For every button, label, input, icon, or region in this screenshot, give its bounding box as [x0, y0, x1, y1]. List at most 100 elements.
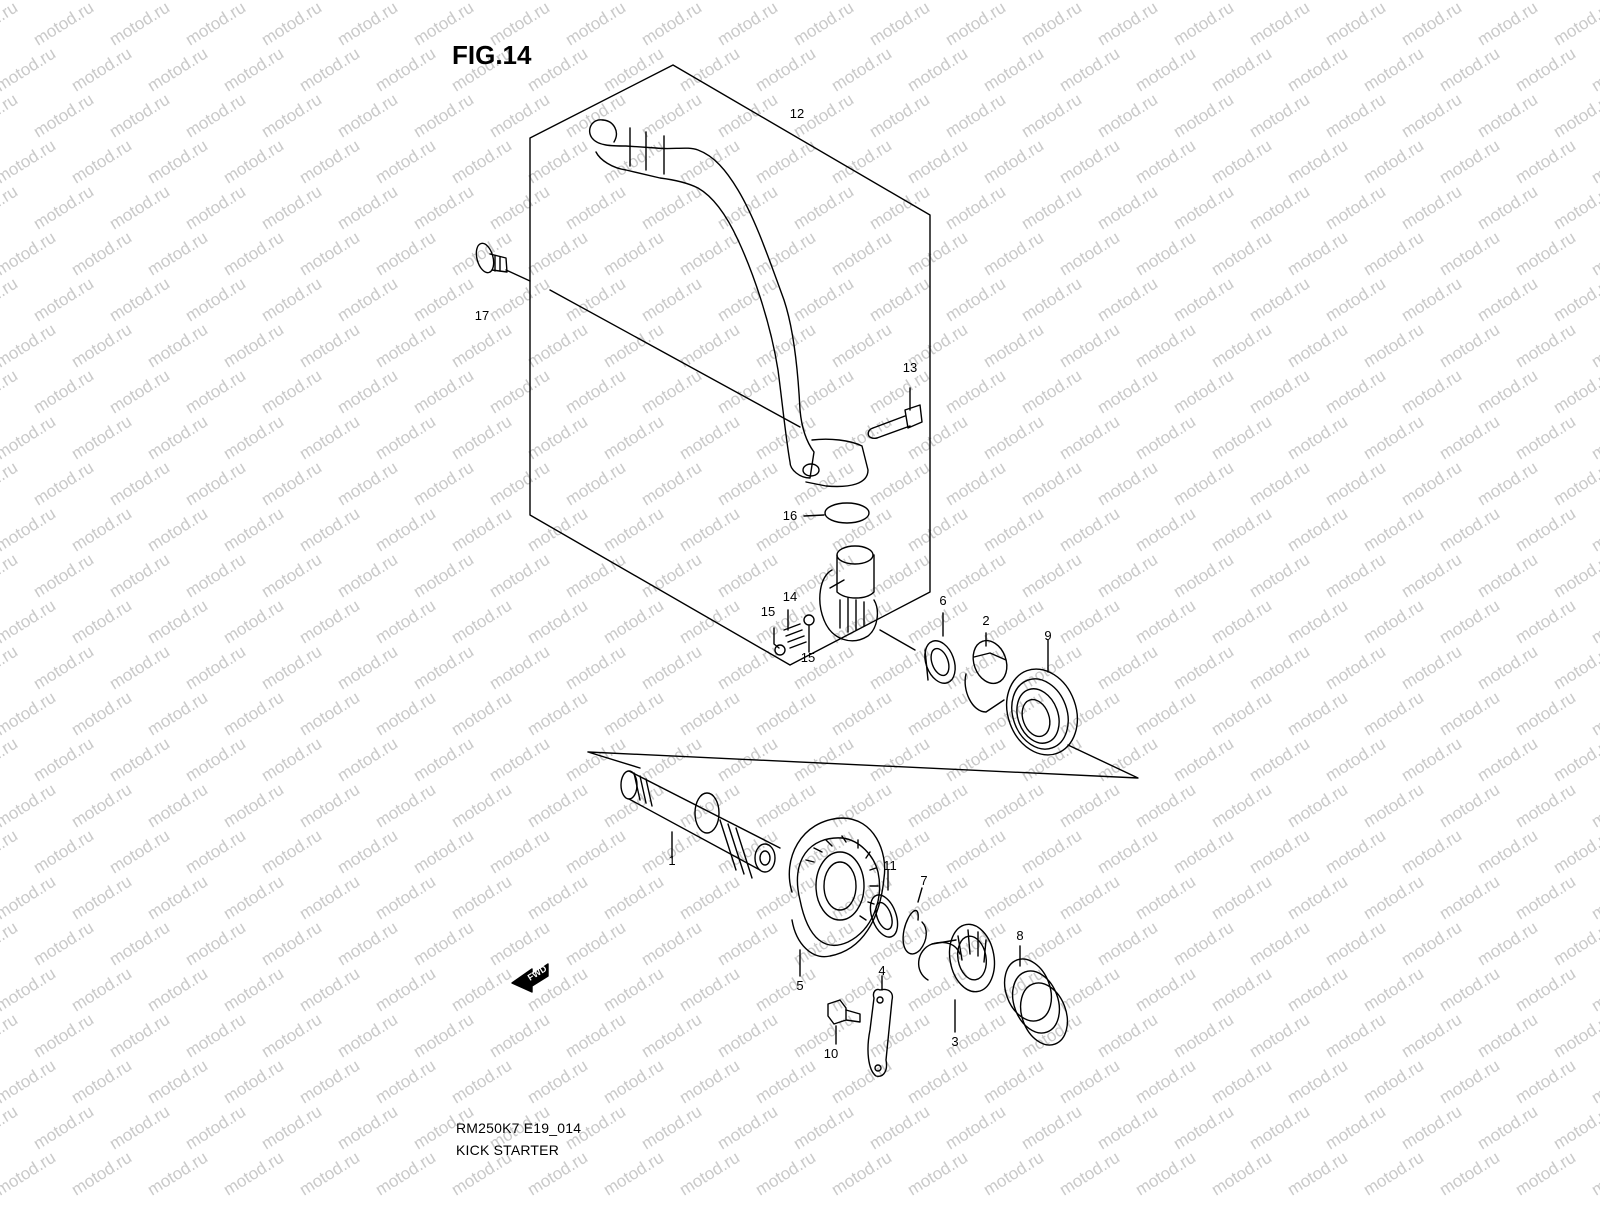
watermark-text: motod.ru: [1322, 550, 1389, 602]
watermark-text: motod.ru: [676, 228, 743, 280]
watermark-text: motod.ru: [1588, 964, 1600, 1016]
watermark-text: motod.ru: [676, 596, 743, 648]
watermark-text: motod.ru: [258, 1102, 325, 1154]
watermark-text: motod.ru: [562, 734, 629, 786]
watermark-text: motod.ru: [1284, 964, 1351, 1016]
watermark-text: motod.ru: [790, 458, 857, 510]
watermark-text: motod.ru: [638, 366, 705, 418]
watermark-text: motod.ru: [410, 734, 477, 786]
watermark-text: motod.ru: [1322, 274, 1389, 326]
watermark-text: motod.ru: [790, 826, 857, 878]
watermark-text: motod.ru: [1512, 1056, 1579, 1108]
watermark-text: motod.ru: [258, 642, 325, 694]
watermark-text: motod.ru: [638, 458, 705, 510]
watermark-text: motod.ru: [790, 274, 857, 326]
watermark-text: motod.ru: [1436, 228, 1503, 280]
watermark-text: motod.ru: [866, 918, 933, 970]
ball-15-a: [774, 644, 786, 656]
watermark-text: motod.ru: [0, 136, 59, 188]
watermark-text: motod.ru: [942, 734, 1009, 786]
watermark-text: motod.ru: [600, 412, 667, 464]
watermark-text: motod.ru: [1284, 780, 1351, 832]
watermark-text: motod.ru: [1436, 596, 1503, 648]
watermark-text: motod.ru: [524, 688, 591, 740]
callout-6: 6: [939, 593, 946, 608]
watermark-text: motod.ru: [448, 780, 515, 832]
watermark-text: motod.ru: [980, 504, 1047, 556]
watermark-text: motod.ru: [486, 918, 553, 970]
watermark-text: motod.ru: [676, 1148, 743, 1200]
watermark-text: motod.ru: [1360, 320, 1427, 372]
watermark-text: motod.ru: [68, 688, 135, 740]
ball-15-b: [803, 614, 815, 626]
watermark-text: motod.ru: [1512, 964, 1579, 1016]
watermark-text: motod.ru: [1284, 412, 1351, 464]
watermark-text: motod.ru: [220, 44, 287, 96]
callout-labels: 12 17 13 16 14 15 15 6 2 9 1 11 7 5 4 8 …: [475, 106, 1052, 1061]
watermark-text: motod.ru: [1436, 872, 1503, 924]
watermark-text: motod.ru: [1094, 90, 1161, 142]
watermark-text: motod.ru: [1246, 918, 1313, 970]
watermark-text: motod.ru: [1322, 458, 1389, 510]
watermark-text: motod.ru: [1018, 1010, 1085, 1062]
watermark-text: motod.ru: [1284, 688, 1351, 740]
watermark-text: motod.ru: [714, 1102, 781, 1154]
watermark-text: motod.ru: [942, 90, 1009, 142]
watermark-text: motod.ru: [0, 872, 59, 924]
watermark-text: motod.ru: [296, 504, 363, 556]
watermark-text: motod.ru: [372, 136, 439, 188]
watermark-text: motod.ru: [296, 964, 363, 1016]
watermark-text: motod.ru: [372, 596, 439, 648]
watermark-text: motod.ru: [562, 0, 629, 49]
watermark-text: motod.ru: [182, 1010, 249, 1062]
watermark-text: motod.ru: [562, 550, 629, 602]
watermark-text: motod.ru: [258, 366, 325, 418]
watermark-text: motod.ru: [1398, 0, 1465, 49]
watermark-text: motod.ru: [0, 274, 21, 326]
watermark-text: motod.ru: [1208, 1148, 1275, 1200]
spring-8: [1003, 945, 1069, 1046]
watermark-text: motod.ru: [524, 504, 591, 556]
watermark-text: motod.ru: [828, 688, 895, 740]
watermark-text: motod.ru: [1474, 734, 1541, 786]
watermark-text: motod.ru: [1170, 1010, 1237, 1062]
watermark-text: motod.ru: [1474, 1010, 1541, 1062]
watermark-text: motod.ru: [1094, 366, 1161, 418]
watermark-text: motod.ru: [410, 642, 477, 694]
watermark-text: motod.ru: [486, 90, 553, 142]
watermark-text: motod.ru: [904, 688, 971, 740]
watermark-text: motod.ru: [1588, 1056, 1600, 1108]
watermark-text: motod.ru: [1436, 320, 1503, 372]
watermark-text: motod.ru: [1208, 780, 1275, 832]
watermark-text: motod.ru: [30, 182, 97, 234]
watermark-text: motod.ru: [486, 734, 553, 786]
watermark-text: motod.ru: [1284, 1056, 1351, 1108]
watermark-text: motod.ru: [1170, 90, 1237, 142]
watermark-text: motod.ru: [600, 44, 667, 96]
watermark-text: motod.ru: [68, 596, 135, 648]
watermark-text: motod.ru: [334, 1102, 401, 1154]
watermark-text: motod.ru: [676, 1056, 743, 1108]
watermark-text: motod.ru: [1246, 366, 1313, 418]
watermark-text: motod.ru: [752, 964, 819, 1016]
watermark-text: motod.ru: [258, 274, 325, 326]
watermark-text: motod.ru: [1322, 642, 1389, 694]
watermark-text: motod.ru: [220, 412, 287, 464]
watermark-text: motod.ru: [752, 44, 819, 96]
watermark-text: motod.ru: [0, 1148, 59, 1200]
kick-shaft-1: [620, 770, 781, 879]
watermark-text: motod.ru: [638, 0, 705, 49]
watermark-text: motod.ru: [1550, 826, 1600, 878]
watermark-text: motod.ru: [220, 320, 287, 372]
watermark-text: motod.ru: [1436, 1056, 1503, 1108]
watermark-text: motod.ru: [1474, 366, 1541, 418]
watermark-text: motod.ru: [448, 412, 515, 464]
watermark-text: motod.ru: [182, 642, 249, 694]
watermark-text: motod.ru: [1170, 274, 1237, 326]
watermark-text: motod.ru: [1474, 182, 1541, 234]
watermark-text: motod.ru: [676, 320, 743, 372]
watermark-text: motod.ru: [1398, 1010, 1465, 1062]
lever-assembly-frame: [529, 64, 931, 666]
watermark-text: motod.ru: [600, 320, 667, 372]
watermark-text: motod.ru: [0, 182, 21, 234]
